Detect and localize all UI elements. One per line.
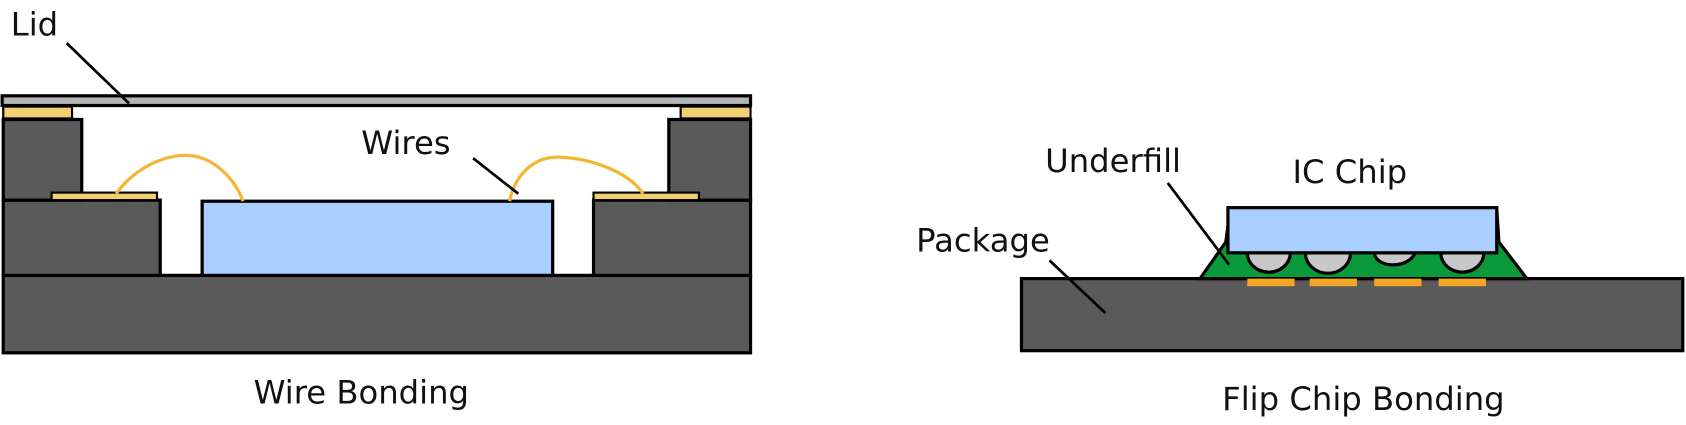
solder-bump <box>1245 251 1292 274</box>
lid-label: Lid <box>11 6 58 44</box>
solder-bump <box>1303 251 1353 275</box>
substrate-pads <box>1247 278 1487 287</box>
underfill-label: Underfill <box>1045 142 1181 180</box>
right-lid-seal <box>679 105 752 120</box>
left-wire <box>114 153 245 202</box>
ic-chip-label: IC Chip <box>1292 153 1407 191</box>
right-mid-block <box>591 198 753 278</box>
left-upper-pillar <box>1 117 84 202</box>
package-label: Package <box>916 222 1050 260</box>
right-wire <box>508 155 645 202</box>
right-bond-pad <box>592 191 700 202</box>
lid <box>0 94 753 108</box>
substrate-pad <box>1438 278 1487 287</box>
left-mid-block <box>1 198 162 278</box>
wire-bonding-diagram <box>0 42 753 355</box>
substrate-pad <box>1247 278 1295 287</box>
wires-leader-line <box>472 157 520 195</box>
underfill-leader-line <box>1166 182 1231 266</box>
wire-bonding-caption: Wire Bonding <box>254 373 469 411</box>
package-leader-line <box>1048 259 1107 315</box>
left-lid-seal <box>2 105 74 120</box>
flip-chip-caption: Flip Chip Bonding <box>1222 380 1504 418</box>
wires-label: Wires <box>361 124 450 162</box>
package-substrate <box>1019 277 1685 353</box>
left-bond-pad <box>50 191 159 202</box>
flip-ic-chip <box>1226 206 1499 255</box>
flip-chip-diagram <box>1019 182 1685 353</box>
substrate-pad <box>1374 278 1422 287</box>
lid-leader-line <box>65 42 130 105</box>
base-substrate <box>1 273 753 355</box>
ic-chip <box>200 199 555 278</box>
right-upper-pillar <box>667 117 753 202</box>
solder-bump <box>1439 251 1486 274</box>
substrate-pad <box>1309 278 1357 287</box>
